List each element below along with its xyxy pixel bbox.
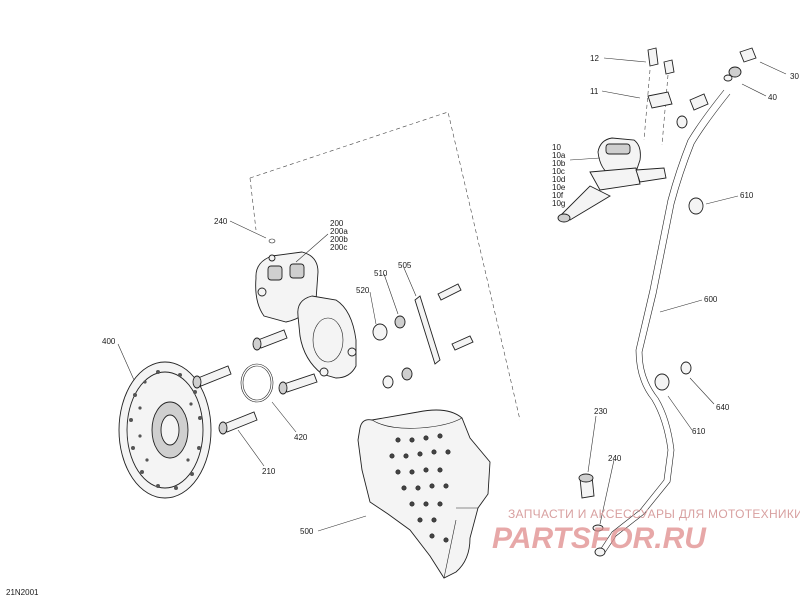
callout-640: 640	[716, 403, 730, 412]
callout-510: 510	[374, 269, 388, 278]
callout-200b: 200b	[330, 235, 348, 244]
banjo-bolt	[723, 47, 757, 82]
brake-hose	[599, 89, 731, 555]
callout-10d: 10d	[552, 175, 565, 184]
master-cylinder-clamp	[647, 91, 673, 109]
caliper-bracket	[297, 295, 357, 379]
callout-12: 12	[590, 54, 599, 63]
watermark-logo: PARTSFOR.RU	[492, 522, 707, 555]
callout-240-bottom: 240	[608, 454, 622, 463]
caliper-oring-inner	[242, 365, 272, 401]
callout-240-top: 240	[214, 217, 228, 226]
callout-10-group: 10 10a 10b 10c 10d 10e 10f 10g	[552, 143, 566, 208]
bleeder-oring-top	[268, 238, 276, 244]
callout-500: 500	[300, 527, 314, 536]
banjo-fitting-lower	[578, 473, 606, 557]
assembly-dashed-outline	[249, 111, 521, 421]
callout-10g: 10g	[552, 199, 565, 208]
callout-230: 230	[594, 407, 608, 416]
callout-10: 10	[552, 143, 561, 152]
callout-200-group: 200 200a 200b 200c	[330, 219, 348, 252]
callout-10a: 10a	[552, 151, 566, 160]
callout-210: 210	[262, 467, 276, 476]
callout-610-top: 610	[740, 191, 754, 200]
leader-lines	[117, 57, 787, 532]
caliper-bolt	[278, 373, 318, 395]
bushing	[372, 323, 388, 341]
callout-400: 400	[102, 337, 116, 346]
caliper-bolt	[218, 411, 258, 435]
callout-520: 520	[356, 286, 370, 295]
callout-10e: 10e	[552, 183, 566, 192]
callout-200: 200	[330, 219, 344, 228]
linkage-rod	[414, 295, 441, 365]
mastercylinder-dashed-lines	[643, 69, 669, 146]
callout-10b: 10b	[552, 159, 566, 168]
hose-grommet	[654, 197, 704, 391]
callout-610-bottom: 610	[692, 427, 706, 436]
callout-200a: 200a	[330, 227, 348, 236]
watermark: ЗАПЧАСТИ И АКСЕССУАРЫ ДЛЯ МОТОТЕХНИКИ PA…	[492, 507, 800, 555]
callout-11: 11	[590, 87, 599, 96]
callout-420: 420	[294, 433, 308, 442]
brake-master-cylinder	[557, 137, 667, 223]
brake-disc	[118, 361, 212, 499]
callout-505: 505	[398, 261, 412, 270]
caliper-bolt	[252, 329, 288, 351]
callout-30: 30	[790, 72, 799, 81]
callout-600: 600	[704, 295, 718, 304]
clamp-screw	[647, 47, 675, 75]
caliper-bolt	[192, 365, 232, 389]
callout-10f: 10f	[552, 191, 564, 200]
disc-guard	[357, 409, 491, 579]
callout-200c: 200c	[330, 243, 347, 252]
callout-40: 40	[768, 93, 777, 102]
caliper-oring	[240, 363, 274, 403]
washer	[394, 315, 413, 381]
figure-id: 21N2001	[6, 588, 39, 597]
bushing	[382, 375, 394, 389]
callout-10c: 10c	[552, 167, 565, 176]
linkage-bolt	[437, 283, 474, 351]
watermark-caption: ЗАПЧАСТИ И АКСЕССУАРЫ ДЛЯ МОТОТЕХНИКИ	[508, 507, 800, 521]
guard-vent-holes	[389, 433, 451, 543]
